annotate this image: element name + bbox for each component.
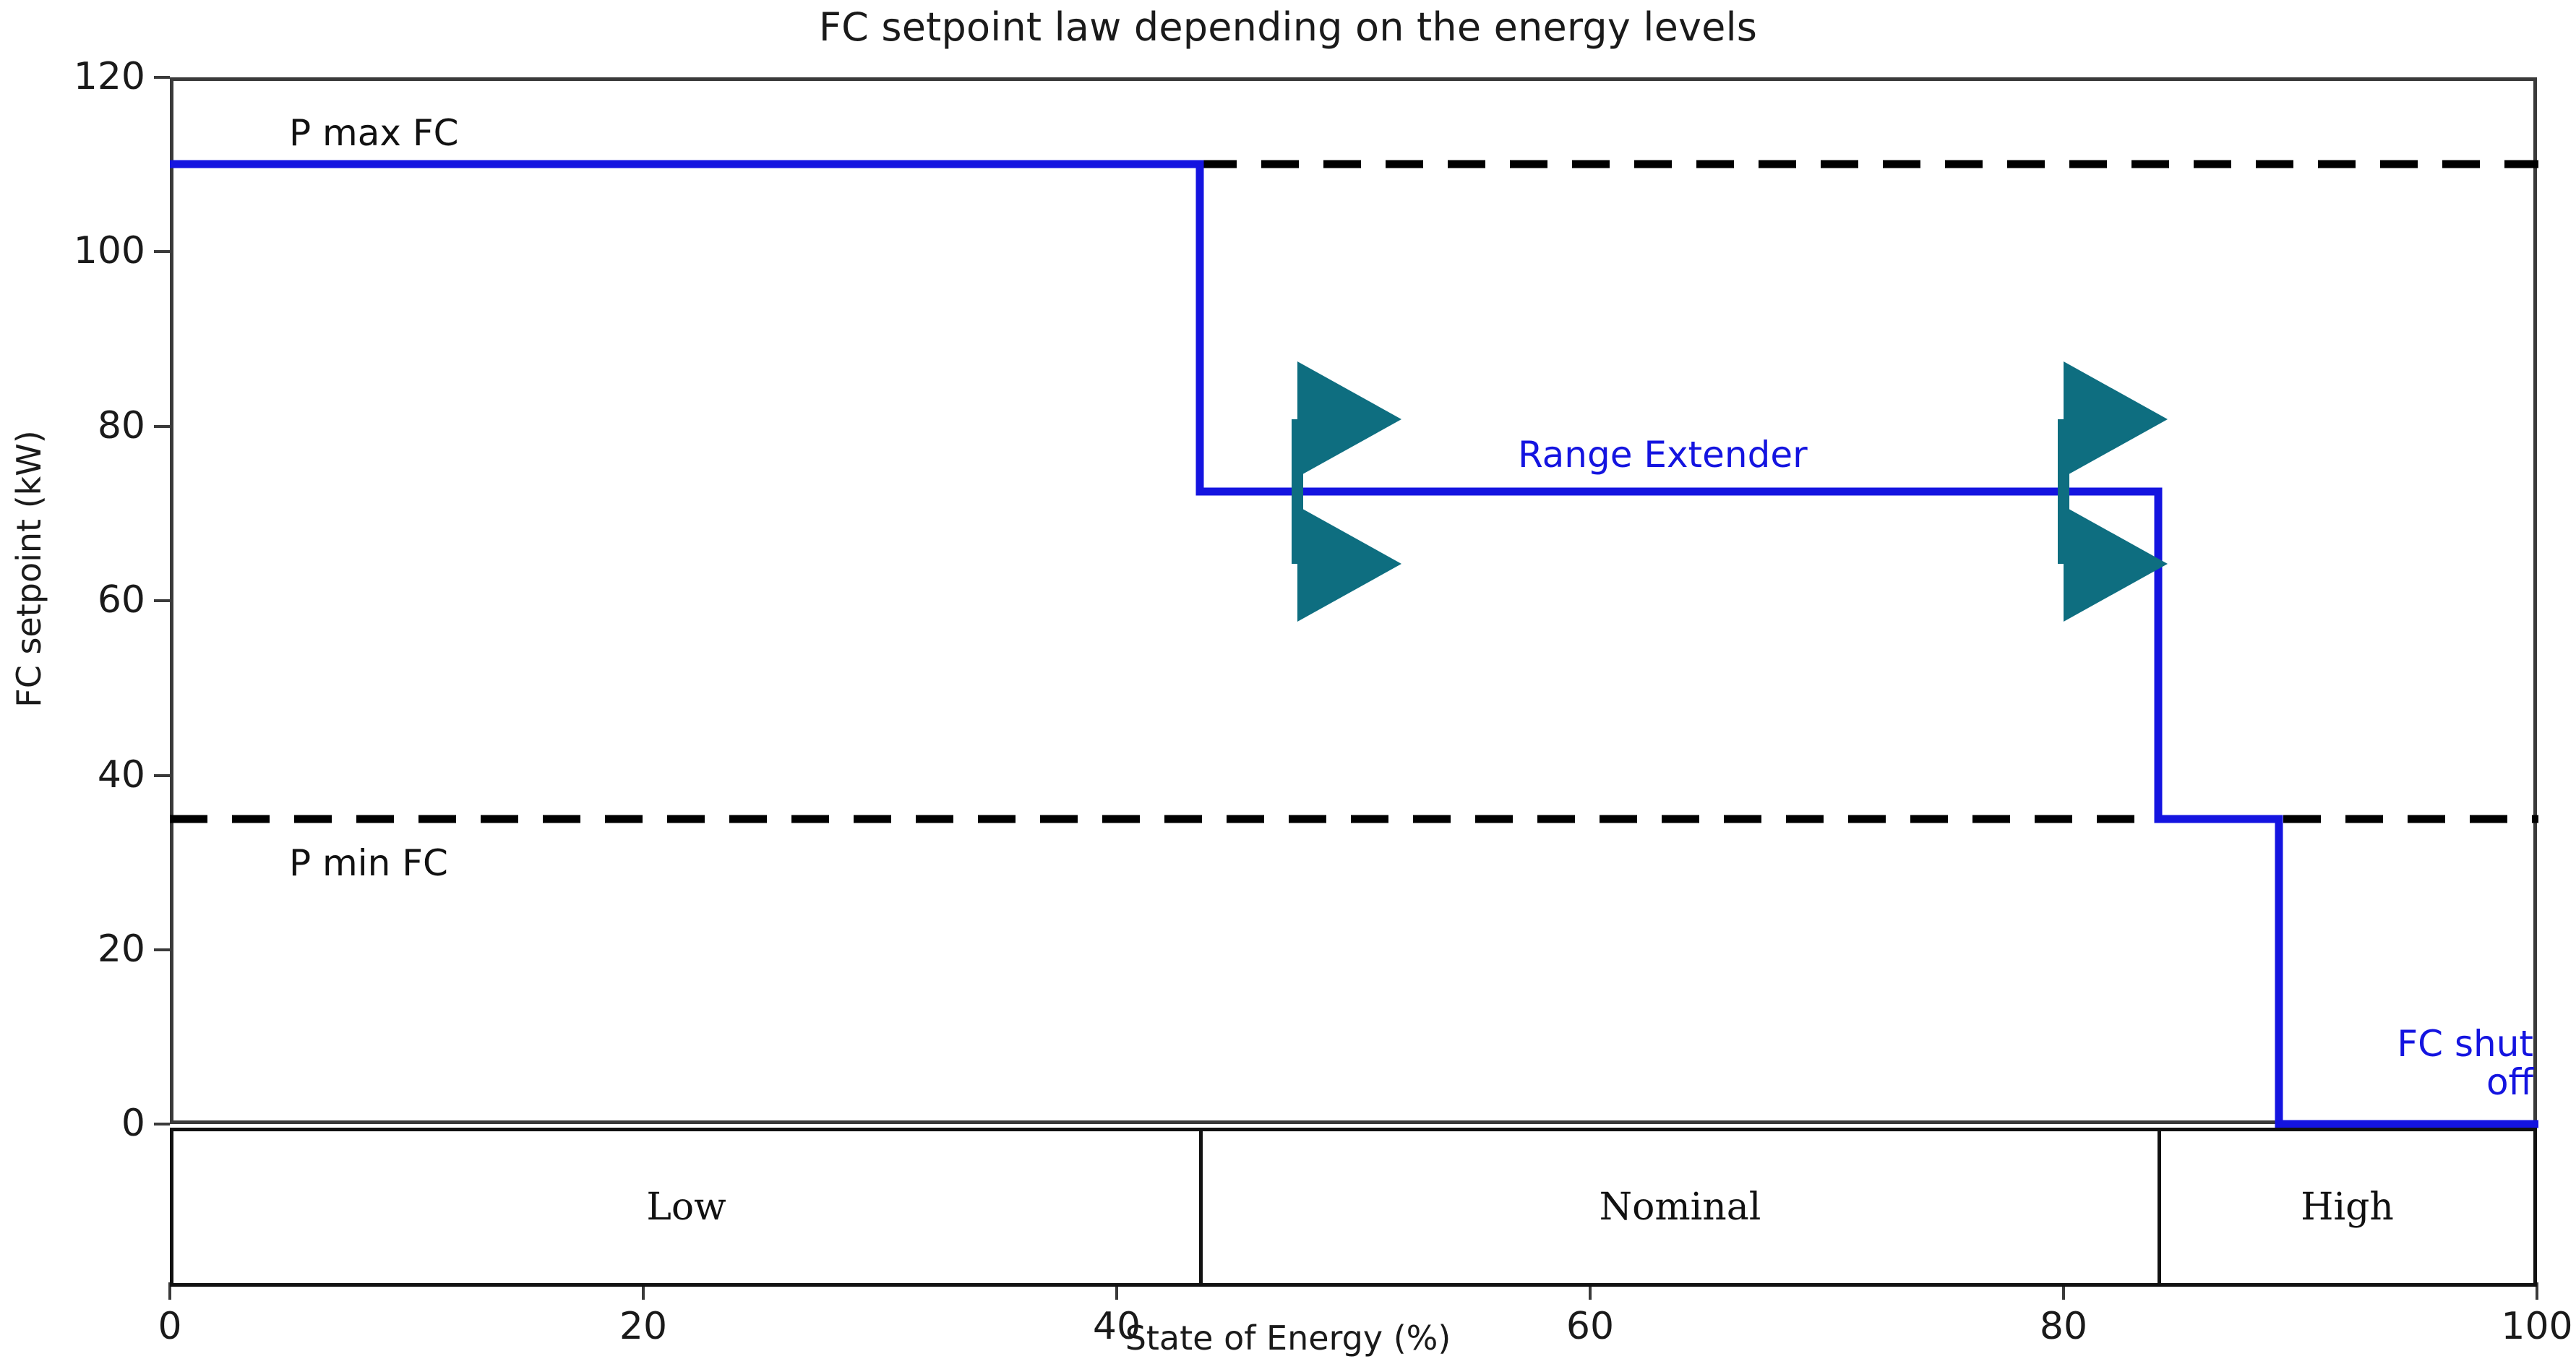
zone-nominal: Nominal [1203, 1131, 2161, 1283]
chart-title: FC setpoint law depending on the energy … [818, 4, 1758, 50]
x-tick-line [2062, 1282, 2065, 1300]
y-tick-line [154, 425, 170, 428]
y-tick-label: 100 [73, 229, 145, 273]
x-tick-line [642, 1282, 645, 1300]
x-tick-line [1115, 1282, 1118, 1300]
annotation-range-extender: Range Extender [1518, 434, 1808, 476]
x-tick-label: 40 [1092, 1305, 1141, 1348]
annotation-fc-shut-off-line2: off [2486, 1061, 2533, 1103]
x-tick-label: 100 [2501, 1305, 2573, 1348]
x-tick-line [1589, 1282, 1592, 1300]
zone-high: High [2161, 1131, 2533, 1283]
x-tick-label: 20 [619, 1305, 668, 1348]
energy-level-zone-strip: Low Nominal High [170, 1128, 2537, 1287]
y-tick-label: 80 [97, 404, 145, 447]
annotation-fc-shut-off: FC shut off [2295, 1025, 2533, 1102]
y-tick-line [154, 599, 170, 602]
zone-low: Low [173, 1131, 1203, 1283]
y-tick-label: 40 [97, 753, 145, 797]
y-tick-label: 60 [97, 578, 145, 622]
y-tick-label: 0 [121, 1102, 145, 1145]
y-tick-label: 120 [73, 55, 145, 98]
annotation-p-max-fc: P max FC [289, 112, 459, 154]
y-tick-label: 20 [97, 927, 145, 971]
y-tick-line [154, 250, 170, 253]
x-tick-label: 60 [1566, 1305, 1615, 1348]
x-tick-label: 0 [158, 1305, 182, 1348]
zone-high-label: High [2301, 1186, 2394, 1229]
y-tick-line [154, 948, 170, 951]
y-tick-line [154, 76, 170, 79]
y-axis-label: FC setpoint (kW) [9, 430, 48, 708]
annotation-fc-shut-off-line1: FC shut [2397, 1023, 2533, 1065]
x-tick-label: 80 [2039, 1305, 2088, 1348]
x-tick-line [2536, 1282, 2538, 1300]
y-tick-line [154, 1123, 170, 1126]
annotation-p-min-fc: P min FC [289, 842, 448, 884]
zone-nominal-label: Nominal [1599, 1186, 1761, 1229]
x-tick-line [168, 1282, 171, 1300]
zone-low-label: Low [646, 1186, 726, 1229]
x-axis-label: State of Energy (%) [1125, 1319, 1451, 1358]
y-tick-line [154, 774, 170, 777]
plot-area [170, 77, 2537, 1124]
